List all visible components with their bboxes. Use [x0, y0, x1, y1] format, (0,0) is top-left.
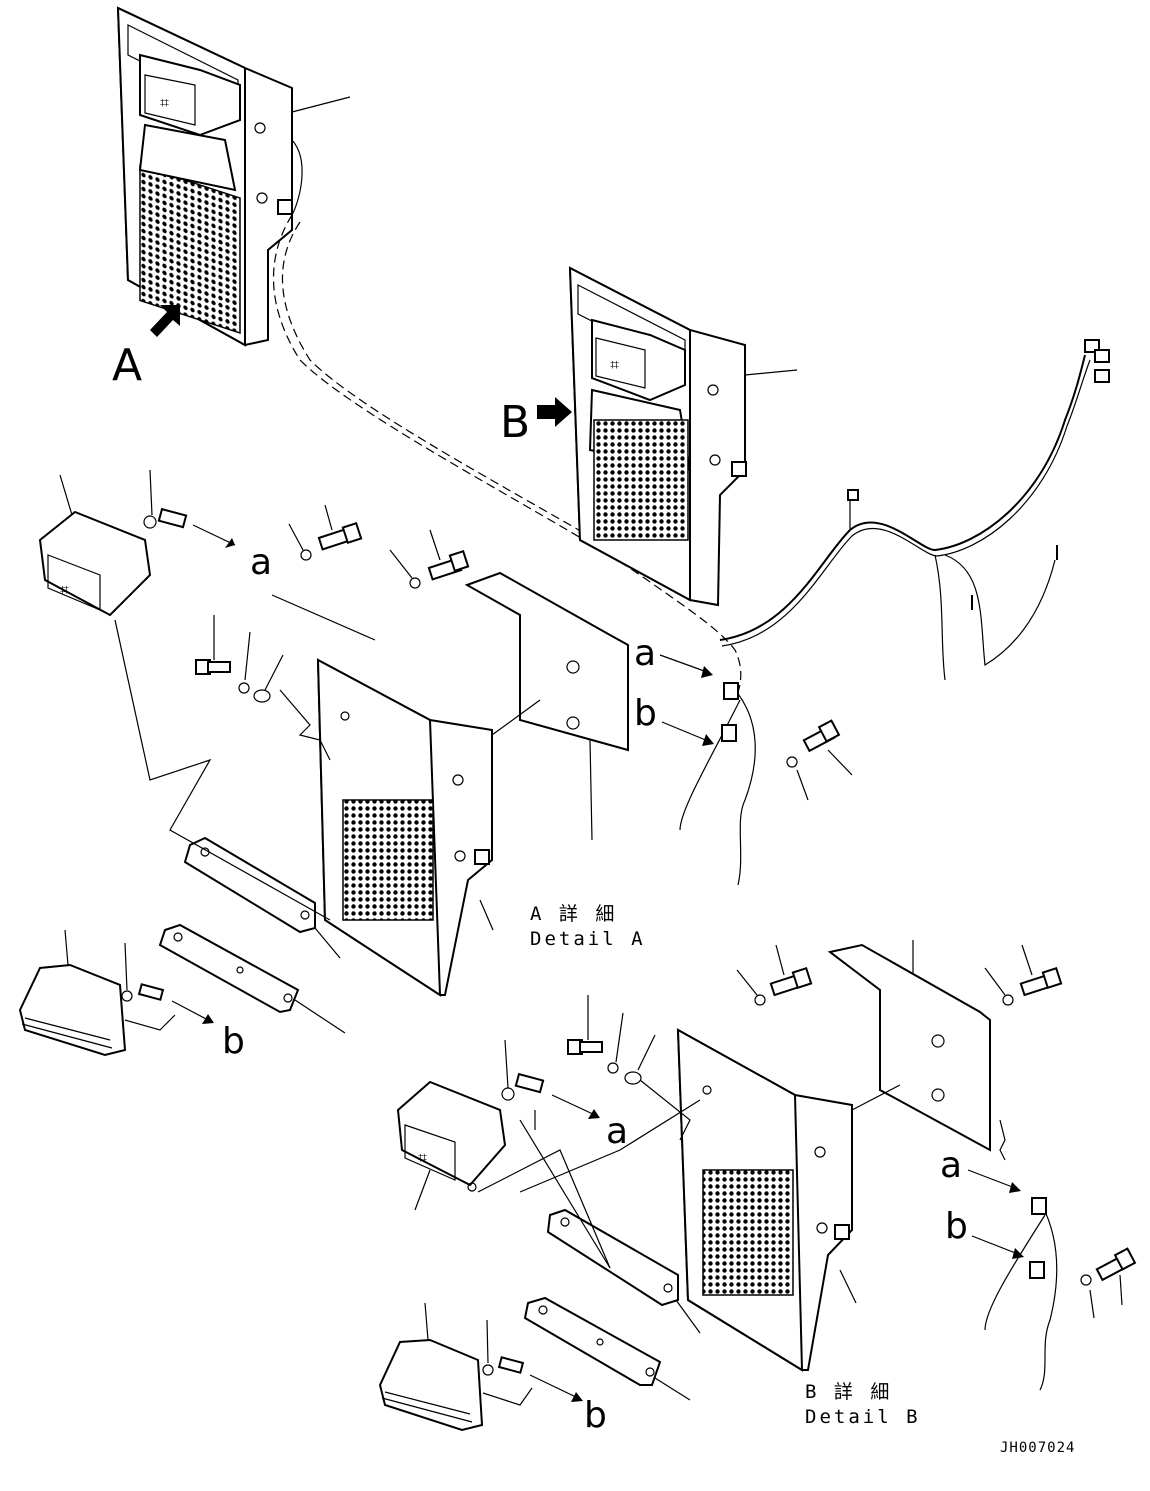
detail-b-caption-en: Detail B [805, 1406, 921, 1428]
svg-text:⌗: ⌗ [418, 1148, 427, 1167]
work-lamp-icon: ⌗ [396, 1080, 507, 1187]
detail-a-exploded: ⌗ [38, 469, 853, 1034]
bolt-icon [567, 1039, 603, 1055]
wiring-harness-route [273, 214, 742, 701]
bolt-icon [1019, 966, 1063, 997]
bolt-icon [317, 521, 363, 551]
bolt-icon [195, 659, 231, 675]
work-lamp-icon: ⌗ [591, 318, 686, 402]
bolt-icon [802, 719, 841, 753]
svg-text:⌗: ⌗ [60, 580, 69, 599]
detail-a-caption-en: Detail A [530, 928, 646, 950]
drawing-code: JH007024 [1000, 1440, 1075, 1456]
bolt-icon [427, 549, 470, 581]
connector-b-label: b [634, 693, 657, 734]
detail-b-exploded: ⌗ [396, 940, 1137, 1401]
svg-text:⌗: ⌗ [610, 355, 619, 374]
connector-a-label: a [634, 633, 656, 674]
connector-a-label: a [606, 1111, 628, 1152]
detail-b-caption-jp: B 詳 細 [805, 1381, 892, 1403]
view-a-label: A [112, 340, 142, 391]
connector-a-label: a [250, 542, 272, 583]
bolt-icon [769, 966, 813, 997]
connector-a-label: a [940, 1145, 962, 1186]
main-wiring-harness [719, 339, 1110, 681]
bolt-icon [1095, 1247, 1137, 1282]
travel-lamp-icon [18, 929, 165, 1057]
view-a-arrow-icon [150, 305, 180, 337]
travel-lamp-icon [378, 1302, 525, 1432]
connector-b-label: b [584, 1395, 607, 1436]
grille-assembly-a: ⌗ [116, 6, 351, 347]
connector-b-label: b [222, 1021, 245, 1062]
work-lamp-icon: ⌗ [38, 510, 152, 617]
view-b-arrow-icon [537, 397, 572, 427]
connector-b-label: b [945, 1206, 968, 1247]
view-b-label: B [500, 397, 530, 448]
detail-a-caption-jp: A 詳 細 [530, 903, 617, 925]
svg-text:⌗: ⌗ [160, 93, 169, 112]
grille-assembly-b: ⌗ [568, 266, 798, 607]
work-lamp-icon: ⌗ [139, 53, 241, 137]
